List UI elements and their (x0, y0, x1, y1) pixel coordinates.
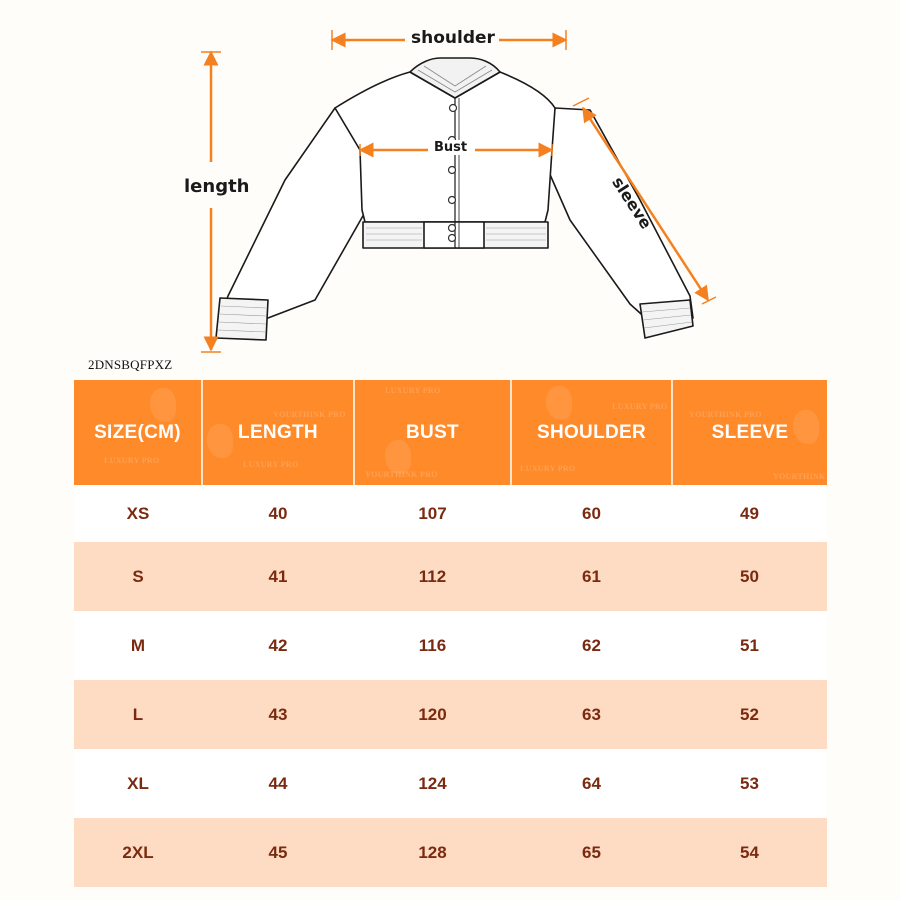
cell-length: 40 (202, 485, 354, 542)
bust-label: Bust (431, 140, 471, 155)
cell-length: 42 (202, 611, 354, 680)
cell-bust: 107 (354, 485, 511, 542)
header-sleeve: YOURTHINK PRO YOURTHINK PRO SLEEVE (671, 380, 827, 485)
cell-size: M (74, 611, 202, 680)
length-label: length (184, 176, 250, 197)
table-row-xl: XL 44 124 64 53 (74, 749, 827, 818)
cell-size: S (74, 542, 202, 611)
cell-size: 2XL (74, 818, 202, 887)
table-header-row: LUXURY PRO SIZE(CM) YOURTHINK PRO LUXURY… (74, 380, 827, 485)
cell-shoulder: 65 (511, 818, 672, 887)
cell-sleeve: 51 (672, 611, 827, 680)
table-row-s: S 41 112 61 50 (74, 542, 827, 611)
cell-shoulder: 62 (511, 611, 672, 680)
header-shoulder: LUXURY PRO LUXURY PRO SHOULDER (510, 380, 672, 485)
cell-bust: 128 (354, 818, 511, 887)
table-row-l: L 43 120 63 52 (74, 680, 827, 749)
cell-shoulder: 63 (511, 680, 672, 749)
cell-bust: 120 (354, 680, 511, 749)
cell-length: 43 (202, 680, 354, 749)
cell-length: 44 (202, 749, 354, 818)
cell-length: 41 (202, 542, 354, 611)
header-size: LUXURY PRO SIZE(CM) (74, 380, 202, 485)
header-bust: LUXURY PRO YOURTHINK PRO BUST (353, 380, 511, 485)
cell-size: XS (74, 485, 202, 542)
cell-size: XL (74, 749, 202, 818)
table-row-m: M 42 116 62 51 (74, 611, 827, 680)
cell-sleeve: 49 (672, 485, 827, 542)
cell-bust: 112 (354, 542, 511, 611)
cell-sleeve: 50 (672, 542, 827, 611)
table-row-2xl: 2XL 45 128 65 54 (74, 818, 827, 887)
cell-shoulder: 60 (511, 485, 672, 542)
cell-length: 45 (202, 818, 354, 887)
product-code: 2DNSBQFPXZ (88, 357, 173, 372)
cell-sleeve: 53 (672, 749, 827, 818)
size-chart-table: LUXURY PRO SIZE(CM) YOURTHINK PRO LUXURY… (74, 380, 827, 887)
cell-bust: 116 (354, 611, 511, 680)
jacket-illustration (201, 30, 717, 353)
cell-size: L (74, 680, 202, 749)
header-length: YOURTHINK PRO LUXURY PRO LENGTH (201, 380, 354, 485)
jacket-measurement-diagram: shoulder length Bust sleeve (0, 0, 900, 360)
cell-sleeve: 54 (672, 818, 827, 887)
cell-bust: 124 (354, 749, 511, 818)
table-row-xs: XS 40 107 60 49 (74, 485, 827, 542)
shoulder-label: shoulder (407, 28, 499, 48)
cell-sleeve: 52 (672, 680, 827, 749)
cell-shoulder: 61 (511, 542, 672, 611)
cell-shoulder: 64 (511, 749, 672, 818)
